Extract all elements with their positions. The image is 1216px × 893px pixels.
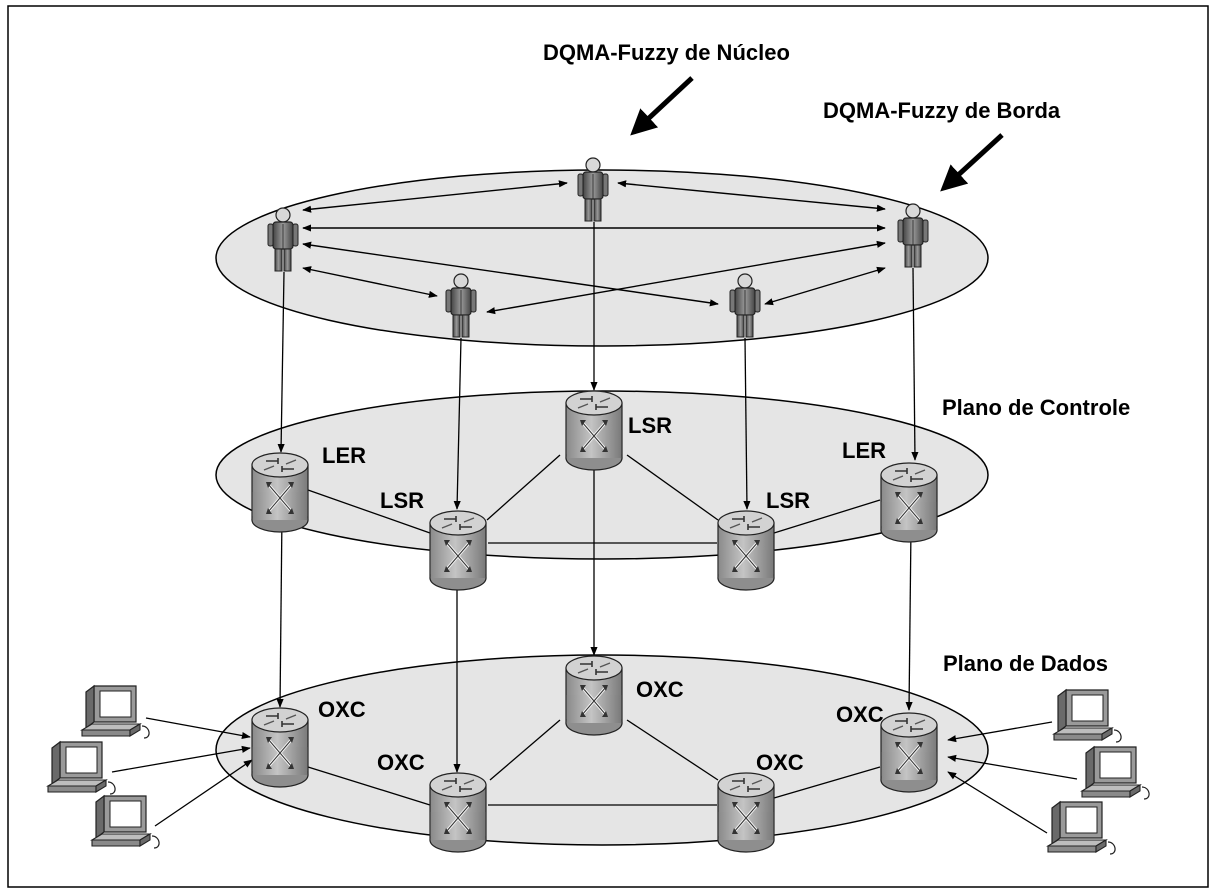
computer-icon [81,685,150,739]
router-icon [564,654,624,737]
vertical-arrows [276,222,919,773]
edge-agent-label: DQMA-Fuzzy de Borda [823,98,1061,123]
router-icon [564,389,624,472]
router-label: LSR [380,488,424,513]
router-icon [879,461,939,544]
computer-icon [1081,746,1150,800]
router-icon [716,509,776,592]
computer-icon [47,741,116,795]
computer-icon [91,795,160,849]
core-agent-label: DQMA-Fuzzy de Núcleo [543,40,790,65]
router-label: LER [322,443,366,468]
control-links [307,454,881,544]
computer-icon [1047,801,1116,855]
data-plane [215,654,989,846]
router-icon [250,451,310,534]
router-label: LSR [766,488,810,513]
control-plane-label: Plano de Controle [942,395,1130,420]
router-label: OXC [318,697,366,722]
data-plane-label: Plano de Dados [943,651,1108,676]
router-label: OXC [377,750,425,775]
router-label: OXC [756,750,804,775]
router-label: OXC [836,702,884,727]
router-label: LSR [628,413,672,438]
router-icon [716,771,776,854]
pointer-arrows [630,76,1004,192]
computer-icon [1053,689,1122,743]
router-label: OXC [636,677,684,702]
host-links [111,717,1078,834]
router-icon [428,509,488,592]
router-icon [879,711,939,794]
router-icon [428,771,488,854]
data-links [307,719,881,806]
router-icon [250,706,310,789]
router-label: LER [842,438,886,463]
